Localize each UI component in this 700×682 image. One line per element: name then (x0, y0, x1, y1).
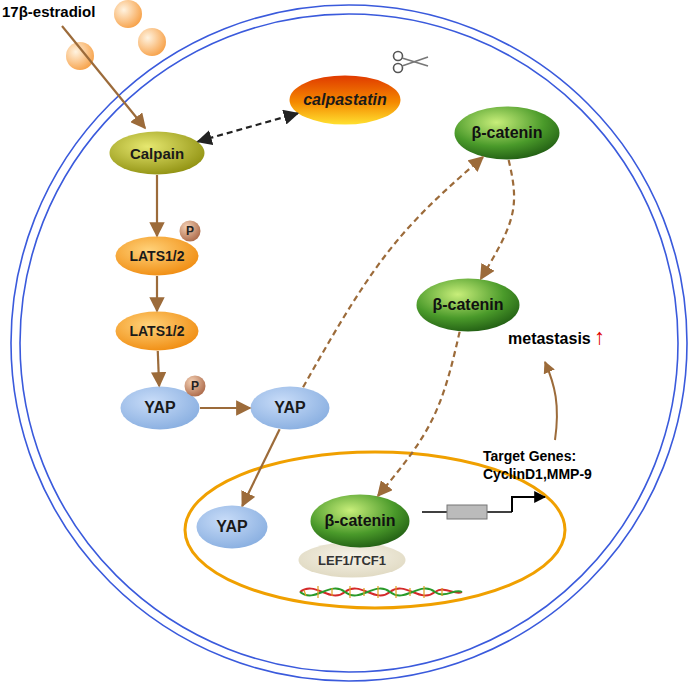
outcome-label: metastasis (508, 330, 591, 348)
pathway-arrow (198, 113, 298, 141)
protein-ellipse: LATS1/2 (115, 236, 199, 276)
node-label: calpastatin (303, 91, 387, 109)
phosphate-circle: P (184, 375, 206, 397)
protein-ellipse: Calpain (109, 131, 205, 175)
node-shape (116, 312, 199, 351)
cell-membrane-outer (11, 5, 687, 681)
node-shape (185, 376, 206, 397)
pathway-arrow (378, 332, 460, 496)
gene-promoter-box (447, 505, 487, 519)
node-label: LATS1/2 (130, 323, 185, 339)
pathway-arrow (242, 429, 279, 506)
node-label: β-catenin (324, 512, 395, 530)
node-shape (180, 221, 201, 242)
increase-arrow: ↑ (594, 324, 605, 350)
pathway-arrow (200, 407, 250, 409)
node-label: YAP (216, 518, 247, 536)
node-shape (110, 132, 205, 175)
node-shape (197, 506, 268, 549)
node-shape (251, 387, 330, 430)
estradiol-sphere (66, 42, 94, 70)
node-shape (116, 237, 199, 276)
node-label: P (191, 379, 199, 393)
dna-helix (300, 586, 462, 598)
node-label: YAP (144, 399, 175, 417)
node-shape (121, 387, 200, 430)
node-label: β-catenin (471, 124, 542, 142)
node-label: β-catenin (432, 296, 503, 314)
protein-ellipse: YAP (250, 386, 330, 430)
pathway-arrow (156, 276, 158, 311)
node-label: Calpain (130, 145, 184, 162)
estradiol-sphere (114, 0, 142, 28)
protein-ellipse: β-catenin (416, 278, 520, 332)
protein-ellipse: YAP (196, 505, 268, 549)
node-shape (299, 543, 406, 578)
node-label: LEF1/TCF1 (318, 553, 386, 568)
inhibitor-ellipse: calpastatin (289, 75, 401, 125)
transcription-factor-ellipse: LEF1/TCF1 (298, 542, 406, 578)
phosphate-circle: P (179, 220, 201, 242)
transcription-arrow (512, 497, 545, 512)
protein-ellipse: β-catenin (310, 494, 410, 548)
node-shape (311, 495, 410, 548)
node-label: YAP (274, 399, 305, 417)
node-shape (455, 107, 560, 160)
protein-ellipse: β-catenin (454, 106, 560, 160)
node-label: P (186, 224, 194, 238)
cell-membrane-inner (20, 14, 678, 672)
ligand-label: 17β-estradiol (2, 3, 95, 20)
pathway-arrow (481, 160, 514, 279)
metastasis-arrow (545, 362, 557, 440)
node-label: LATS1/2 (130, 248, 185, 264)
pathway-arrow (156, 175, 158, 236)
estradiol-arrow (62, 26, 145, 128)
gene-label: Target Genes: (483, 448, 576, 464)
node-shape (417, 279, 520, 332)
pathway-arrow (303, 157, 483, 387)
node-shape (290, 76, 401, 125)
pathway-arrow (158, 351, 159, 386)
scissors-icon (394, 52, 429, 73)
protein-ellipse: LATS1/2 (115, 311, 199, 351)
gene-label: CyclinD1,MMP-9 (483, 466, 592, 482)
estradiol-sphere (138, 28, 166, 56)
